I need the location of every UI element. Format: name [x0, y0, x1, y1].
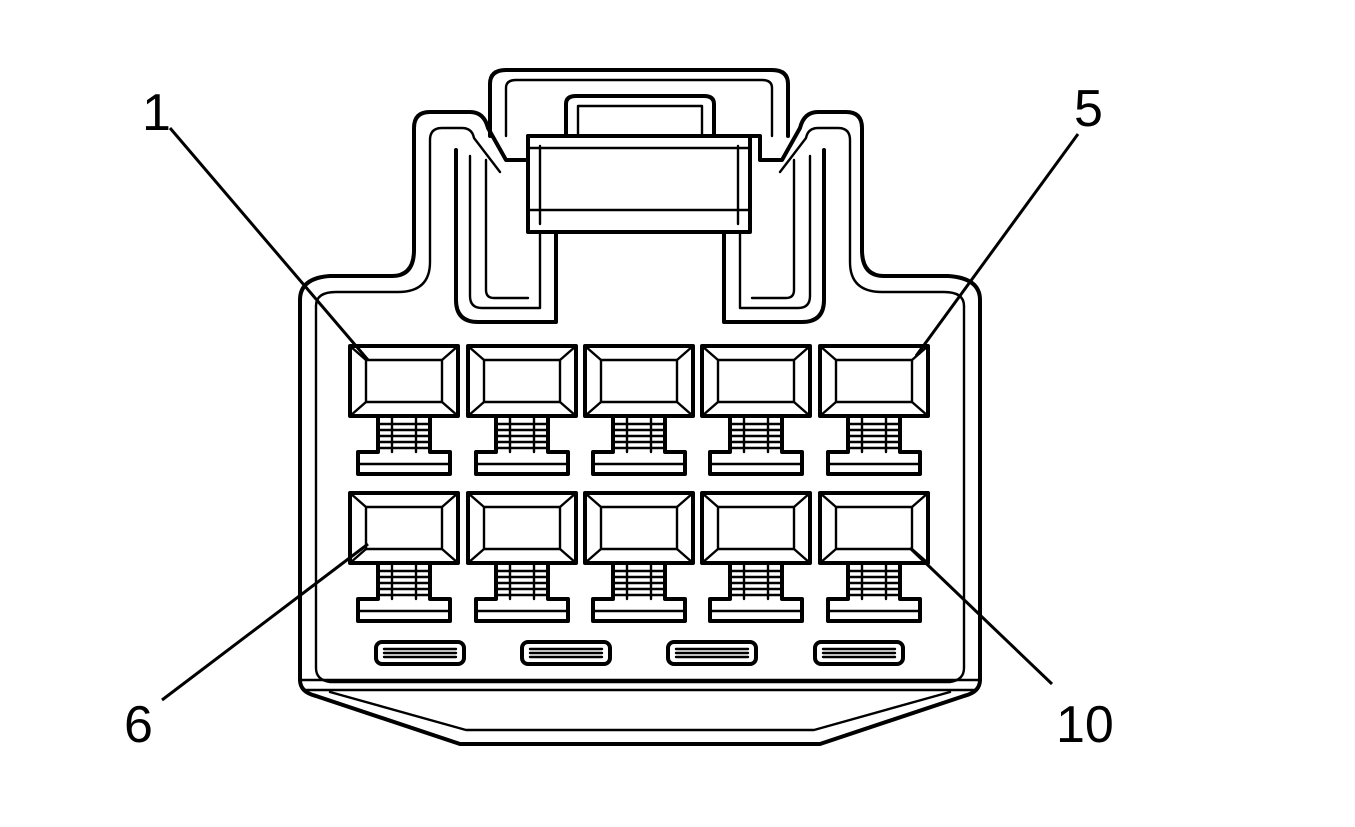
leader-pin-5: [914, 133, 1080, 357]
pin-label-6: 6: [124, 696, 153, 754]
cavity-10: [818, 491, 930, 623]
cavity-row-bottom: [348, 491, 930, 623]
leader-pin-10: [908, 546, 1054, 686]
leader-lines: [161, 127, 1080, 702]
cavity-row-top: [348, 344, 930, 476]
pin-label-5: 5: [1074, 80, 1103, 138]
leader-pin-6: [161, 542, 369, 702]
pin-label-10: 10: [1056, 696, 1114, 754]
slot-4: [813, 640, 905, 666]
latch: [454, 68, 826, 324]
cavity-7: [466, 491, 578, 623]
connector-body: [298, 110, 982, 746]
cavity-3: [583, 344, 695, 476]
cavity-1: [348, 344, 460, 476]
cavity-5: [818, 344, 930, 476]
slot-3: [666, 640, 758, 666]
slot-1: [374, 640, 466, 666]
cavity-9: [700, 491, 812, 623]
cavity-6: [348, 491, 460, 623]
bottom-slots: [374, 640, 905, 666]
slot-2: [520, 640, 612, 666]
cavity-2: [466, 344, 578, 476]
cavity-8: [583, 491, 695, 623]
pin-label-1: 1: [142, 84, 171, 142]
leader-pin-1: [168, 127, 370, 361]
cavity-4: [700, 344, 812, 476]
